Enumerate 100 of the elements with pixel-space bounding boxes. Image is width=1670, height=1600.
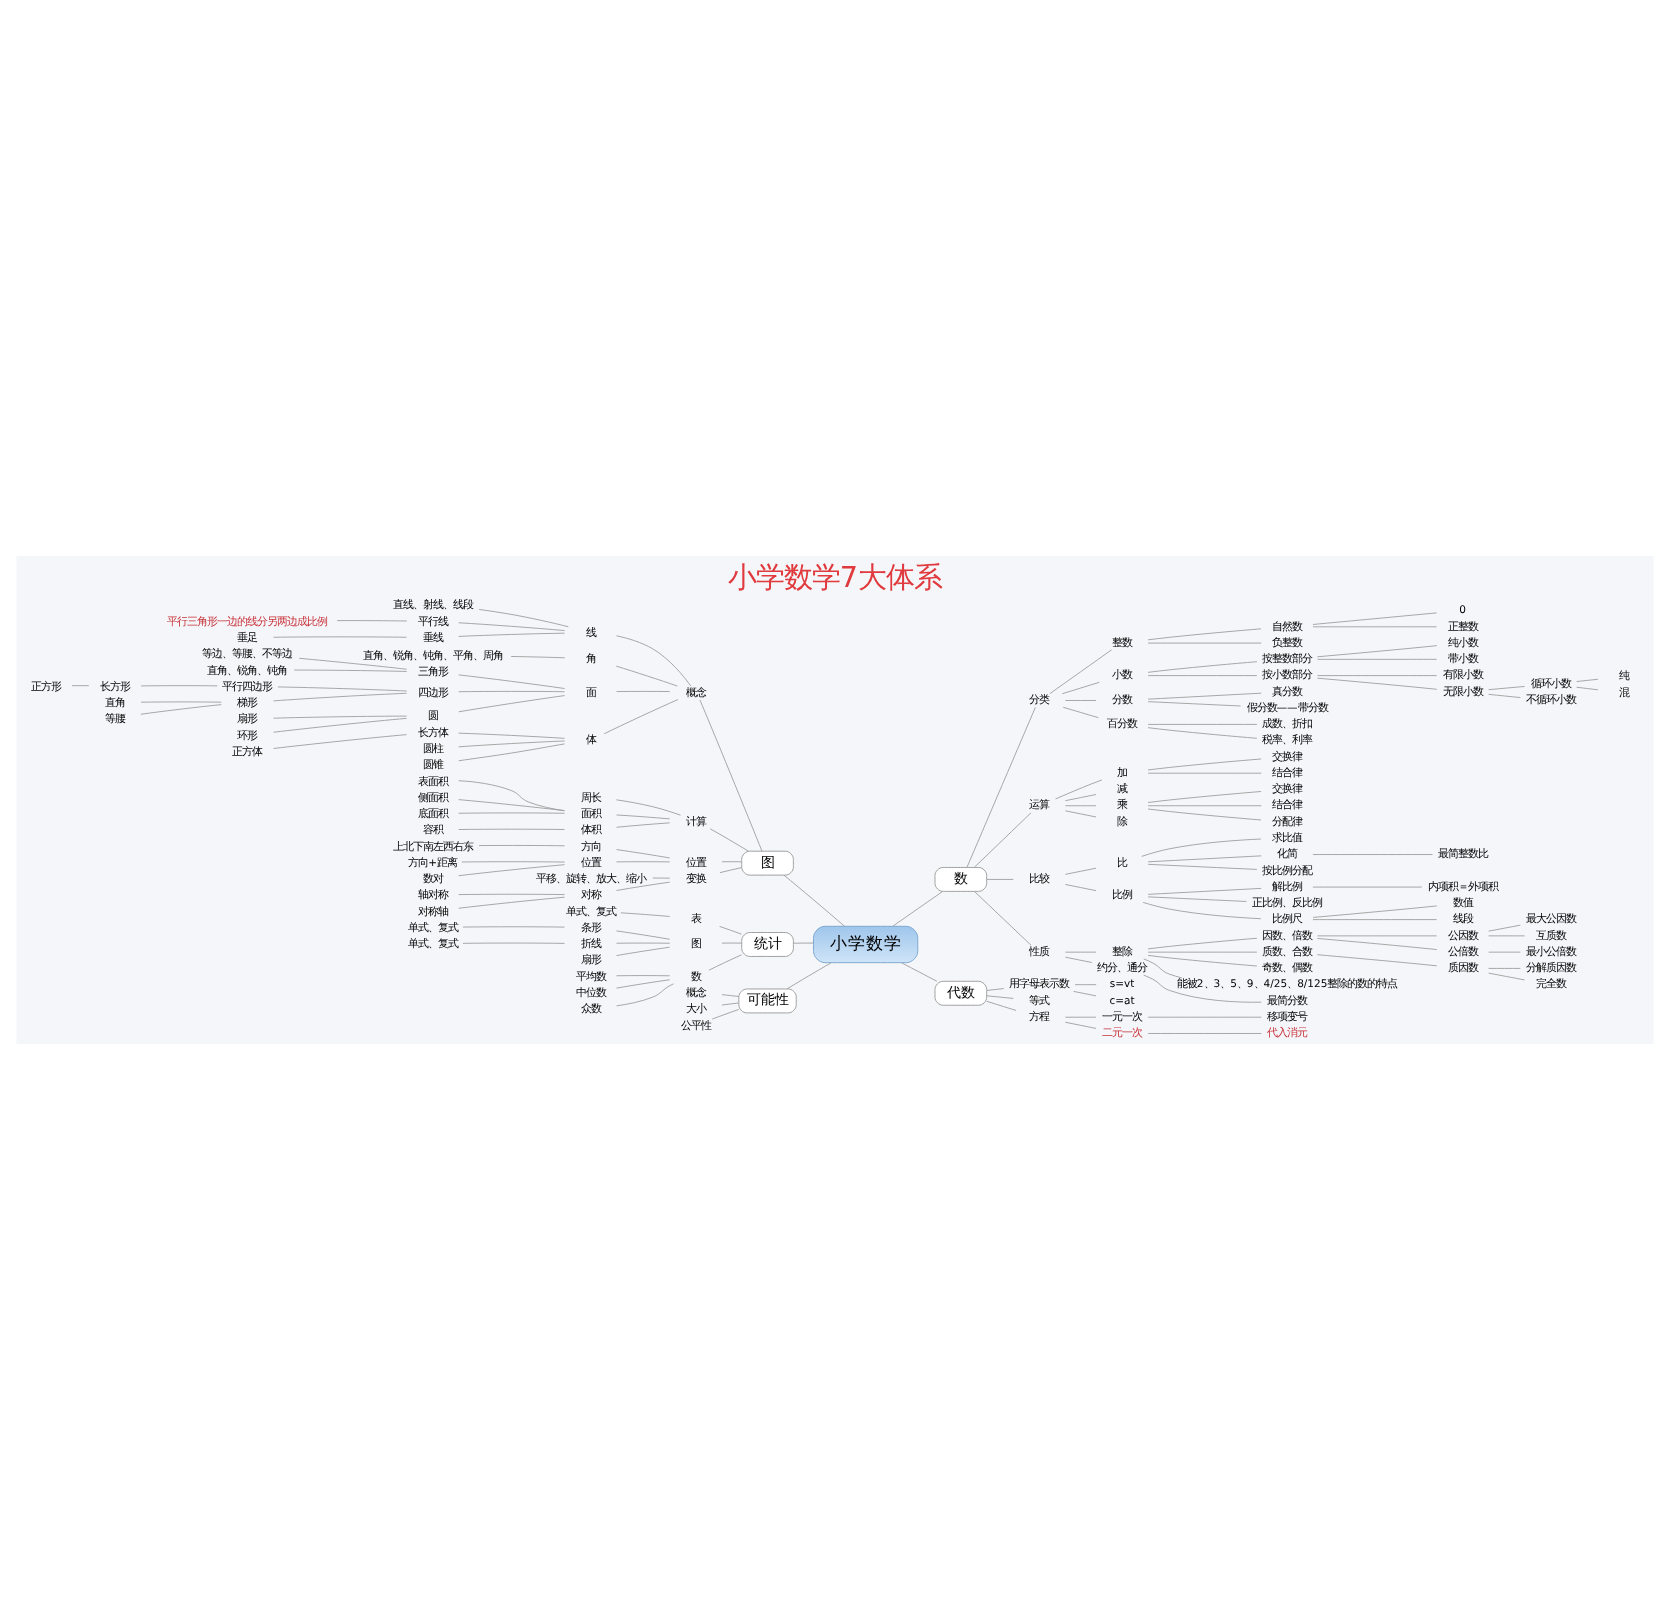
connector	[510, 656, 566, 659]
connector	[273, 636, 407, 638]
connector	[1147, 727, 1258, 739]
connector	[974, 891, 1032, 946]
connector	[1147, 772, 1262, 774]
connector	[140, 701, 222, 703]
connector	[1064, 805, 1097, 807]
connector	[1064, 867, 1097, 875]
connector	[458, 812, 565, 814]
connector	[616, 930, 671, 940]
connector	[458, 743, 565, 762]
connector	[458, 690, 565, 693]
connector	[1147, 642, 1262, 644]
connector	[1074, 984, 1097, 986]
connector	[616, 861, 671, 863]
connector	[1317, 675, 1438, 677]
connector	[786, 962, 832, 990]
connector	[478, 845, 565, 847]
connector	[966, 707, 1036, 868]
connector	[1316, 954, 1438, 967]
connector	[273, 734, 407, 749]
connector	[1147, 724, 1258, 725]
connector	[1488, 935, 1526, 937]
connector	[721, 942, 743, 944]
connector	[458, 695, 565, 713]
connector	[1312, 612, 1438, 625]
connector	[1488, 972, 1526, 981]
node-box: 小学数学	[813, 925, 919, 964]
connector	[616, 690, 671, 692]
connector	[892, 891, 944, 927]
connector	[616, 983, 674, 1007]
connector	[1064, 700, 1097, 701]
connector	[1488, 693, 1521, 698]
connector	[1055, 779, 1103, 800]
connector	[616, 822, 671, 828]
connector	[478, 609, 569, 628]
connector	[721, 1002, 740, 1006]
connector	[1061, 681, 1100, 695]
connector	[616, 814, 671, 820]
connector	[986, 988, 1005, 991]
connector	[616, 635, 692, 687]
connector	[1316, 938, 1438, 950]
connector	[1147, 808, 1262, 821]
connector	[721, 861, 743, 863]
connector	[458, 799, 565, 812]
connector	[1488, 924, 1521, 932]
connector	[616, 881, 671, 891]
connector	[461, 861, 566, 863]
diagram-title: 小学数学7大体系	[727, 562, 943, 595]
connector	[458, 622, 565, 631]
connector	[1147, 855, 1262, 863]
connector	[652, 877, 671, 879]
connector	[1312, 626, 1438, 628]
connector	[719, 867, 742, 874]
connector	[1488, 951, 1521, 953]
connector	[783, 874, 845, 927]
connector	[1147, 791, 1262, 803]
connector	[1064, 1016, 1097, 1018]
connector	[458, 732, 565, 739]
connector	[1147, 951, 1258, 953]
connector	[458, 632, 565, 637]
connector	[1317, 935, 1438, 937]
connector	[336, 620, 408, 622]
connector	[986, 879, 1014, 880]
connector	[793, 942, 814, 944]
connector	[1147, 661, 1258, 673]
connector	[1064, 794, 1097, 802]
connector	[616, 942, 671, 944]
connector	[1062, 706, 1099, 719]
connector	[1143, 958, 1183, 979]
connector	[277, 686, 408, 692]
connector	[1147, 701, 1242, 707]
connector	[721, 994, 740, 997]
connector	[620, 912, 671, 917]
connector	[1312, 919, 1438, 921]
connector	[1064, 1021, 1097, 1029]
connector	[1142, 901, 1262, 920]
connector	[1147, 863, 1258, 870]
connector	[616, 946, 671, 956]
connector	[901, 962, 938, 982]
connector	[1073, 990, 1097, 997]
connector	[719, 925, 742, 935]
connector	[1312, 886, 1423, 888]
connector	[1147, 887, 1262, 895]
connector	[1147, 954, 1258, 967]
connector	[1488, 968, 1521, 969]
connector	[1049, 649, 1112, 695]
connector	[462, 926, 565, 928]
connector	[273, 715, 407, 719]
connector	[1064, 956, 1093, 963]
connector	[603, 699, 679, 735]
connector	[1147, 1016, 1262, 1018]
connector	[986, 1000, 1017, 1011]
connector	[1147, 1033, 1262, 1034]
connector	[458, 864, 565, 877]
connector	[1064, 810, 1097, 818]
connector	[1147, 805, 1262, 807]
connector	[1576, 678, 1599, 682]
connector	[1316, 645, 1438, 658]
connector	[986, 995, 1014, 999]
